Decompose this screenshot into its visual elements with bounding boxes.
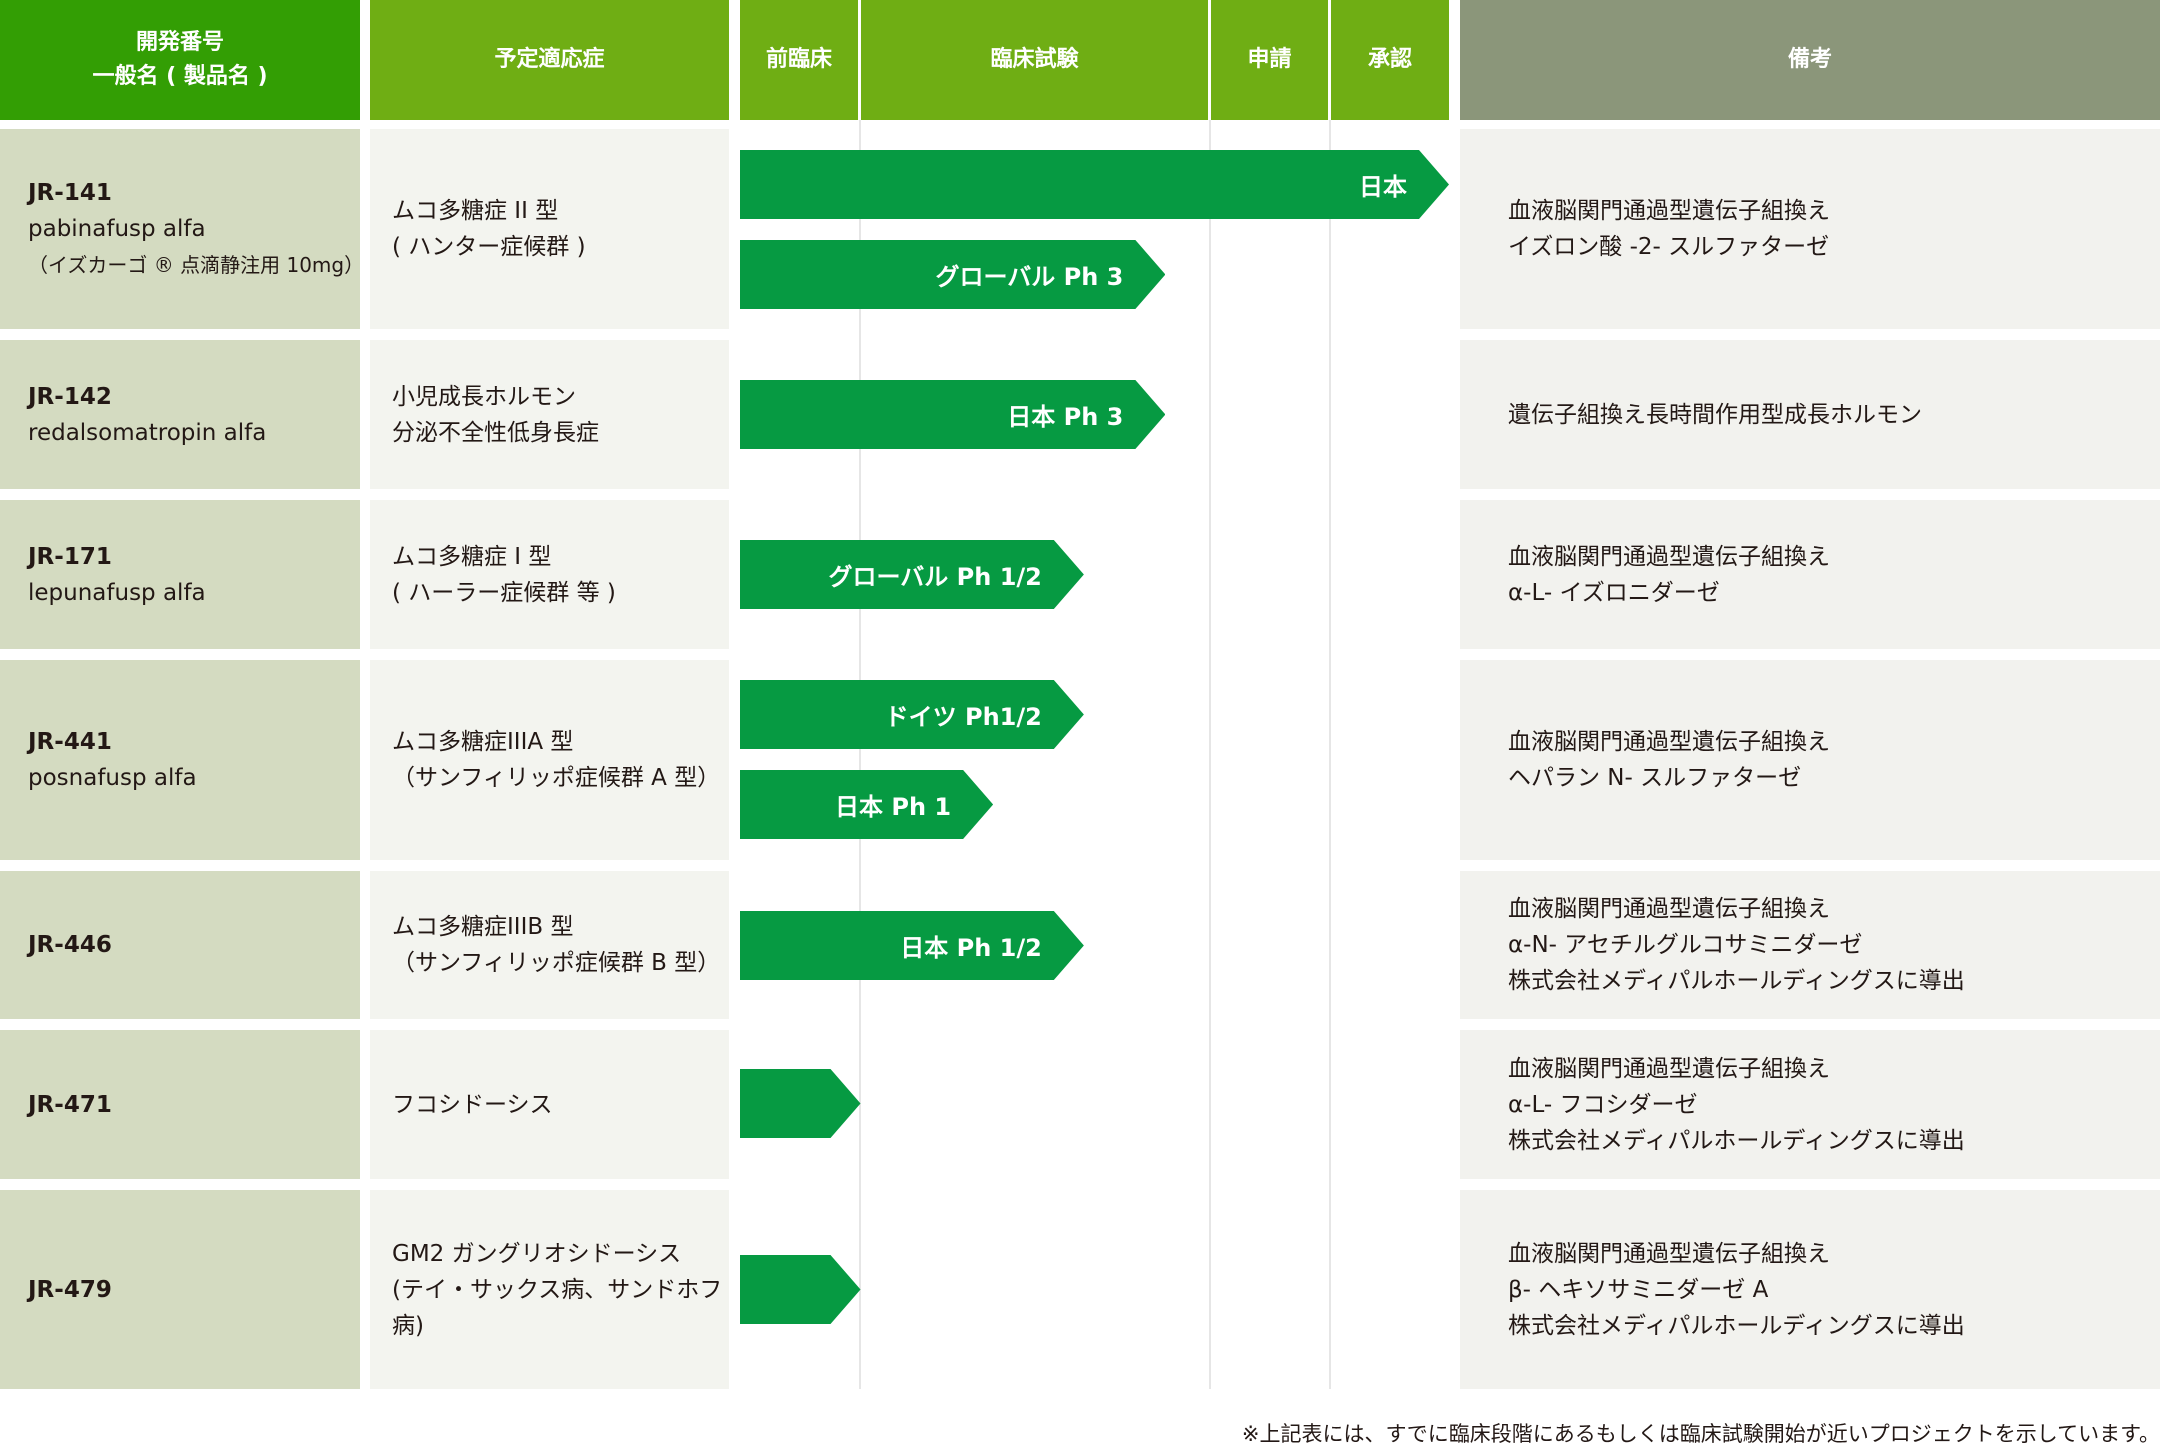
header-notes: 備考 <box>1460 0 2160 120</box>
header-indication: 予定適応症 <box>370 0 729 120</box>
generic-name: pabinafusp alfa <box>28 216 206 242</box>
note-line: 血液脳関門通過型遺伝子組換え <box>1508 1055 1830 1082</box>
indication-line: ( ハーラー症候群 等 ) <box>392 579 616 606</box>
note-line: 遺伝子組換え長時間作用型成長ホルモン <box>1508 401 1922 428</box>
footnote: ※上記表には、すでに臨床段階にあるもしくは臨床試験開始が近いプロジェクトを示して… <box>1241 1422 2160 1446</box>
development-code: JR-446 <box>28 932 112 958</box>
note-line: 株式会社メディパルホールディングスに導出 <box>1508 1312 1965 1339</box>
code-cell: JR-446 <box>0 871 360 1019</box>
indication-line: ムコ多糖症 II 型 <box>392 198 559 224</box>
stage-divider <box>1209 120 1211 1389</box>
header-line1: 開発番号 <box>135 30 224 55</box>
note-line: イズロン酸 -2- スルファターゼ <box>1508 234 1830 260</box>
note-line: ヘパラン N- スルファターゼ <box>1508 765 1802 791</box>
indication-cell: GM2 ガングリオシドーシス (テイ・サックス病、サンドホフ病) <box>370 1190 729 1389</box>
development-code: JR-441 <box>28 729 112 755</box>
generic-name: lepunafusp alfa <box>28 579 206 606</box>
header-stage-approval: 承認 <box>1331 0 1449 120</box>
product-name: （イズカーゴ ® 点滴静注用 10mg） <box>28 253 365 277</box>
note-line: β- ヘキソサミニダーゼ A <box>1508 1276 1769 1303</box>
indication-cell: フコシドーシス <box>370 1030 729 1179</box>
code-cell: JR-441 posnafusp alfa <box>0 660 360 860</box>
header-stage-preclinical: 前臨床 <box>740 0 858 120</box>
indication-line: ムコ多糖症IIIA 型 <box>392 729 574 755</box>
development-code: JR-479 <box>28 1276 112 1303</box>
code-cell: JR-479 <box>0 1190 360 1389</box>
indication-line: 分泌不全性低身長症 <box>392 419 599 446</box>
note-line: α-L- イズロニダーゼ <box>1508 579 1720 606</box>
notes-cell: 遺伝子組換え長時間作用型成長ホルモン <box>1460 340 2160 489</box>
header-stage-clinical: 臨床試験 <box>861 0 1208 120</box>
indication-cell: ムコ多糖症IIIA 型 （サンフィリッポ症候群 A 型） <box>370 660 729 860</box>
note-line: 血液脳関門通過型遺伝子組換え <box>1508 543 1830 570</box>
stage-progress-arrow: グローバル Ph 1/2 <box>740 540 1084 609</box>
header-development-code: 開発番号 一般名 ( 製品名 ) <box>0 0 360 120</box>
stage-progress-arrow: 日本 Ph 1 <box>740 770 993 839</box>
generic-name: posnafusp alfa <box>28 765 197 791</box>
development-code: JR-171 <box>28 543 112 570</box>
stage-progress-arrow <box>740 1255 861 1324</box>
code-cell: JR-171 lepunafusp alfa <box>0 500 360 649</box>
notes-cell: 血液脳関門通過型遺伝子組換えイズロン酸 -2- スルファターゼ <box>1460 129 2160 329</box>
stage-progress-arrow <box>740 1069 861 1138</box>
notes-cell: 血液脳関門通過型遺伝子組換えヘパラン N- スルファターゼ <box>1460 660 2160 860</box>
code-cell: JR-141 pabinafusp alfa （イズカーゴ ® 点滴静注用 10mg… <box>0 129 365 329</box>
indication-line: （サンフィリッポ症候群 B 型） <box>392 950 721 976</box>
stage-progress-arrow: 日本 Ph 1/2 <box>740 911 1084 980</box>
indication-line: GM2 ガングリオシドーシス <box>392 1240 682 1267</box>
stage-divider <box>859 120 861 1389</box>
note-line: 血液脳関門通過型遺伝子組換え <box>1508 729 1830 755</box>
indication-line: フコシドーシス <box>392 1091 553 1118</box>
development-code: JR-141 <box>28 180 112 206</box>
notes-cell: 血液脳関門通過型遺伝子組換え β- ヘキソサミニダーゼ A 株式会社メディパルホール… <box>1460 1190 2160 1389</box>
development-code: JR-142 <box>28 383 112 410</box>
indication-line: 小児成長ホルモン <box>392 383 576 410</box>
development-code: JR-471 <box>28 1091 112 1118</box>
indication-cell: 小児成長ホルモン分泌不全性低身長症 <box>370 340 729 489</box>
code-cell: JR-142 redalsomatropin alfa <box>0 340 360 489</box>
note-line: 血液脳関門通過型遺伝子組換え <box>1508 198 1830 224</box>
code-cell: JR-471 <box>0 1030 360 1179</box>
generic-name: redalsomatropin alfa <box>28 419 267 446</box>
indication-line: (テイ・サックス病、サンドホフ病) <box>392 1276 723 1339</box>
stage-divider <box>1329 120 1331 1389</box>
stage-progress-arrow: 日本 Ph 3 <box>740 380 1165 449</box>
note-line: α-N- アセチルグルコサミニダーゼ <box>1508 932 1863 958</box>
notes-cell: 血液脳関門通過型遺伝子組換え α-L- フコシダーゼ株式会社メディパルホールディン… <box>1460 1030 2160 1179</box>
stage-progress-arrow: 日本 <box>740 150 1449 219</box>
header-stage-filing: 申請 <box>1211 0 1328 120</box>
note-line: 株式会社メディパルホールディングスに導出 <box>1508 968 1965 994</box>
indication-line: ムコ多糖症 I 型 <box>392 543 552 570</box>
notes-cell: 血液脳関門通過型遺伝子組換え α-N- アセチルグルコサミニダーゼ株式会社メディパ… <box>1460 871 2160 1019</box>
indication-cell: ムコ多糖症 II 型 ( ハンター症候群 ) <box>370 129 729 329</box>
note-line: α-L- フコシダーゼ <box>1508 1091 1698 1118</box>
header-line2: 一般名 ( 製品名 ) <box>92 64 268 89</box>
indication-line: ムコ多糖症IIIB 型 <box>392 914 574 940</box>
note-line: 血液脳関門通過型遺伝子組換え <box>1508 896 1830 922</box>
note-line: 血液脳関門通過型遺伝子組換え <box>1508 1240 1830 1267</box>
stage-progress-arrow: ドイツ Ph1/2 <box>740 680 1084 749</box>
indication-cell: ムコ多糖症IIIB 型 （サンフィリッポ症候群 B 型） <box>370 871 729 1019</box>
indication-line: （サンフィリッポ症候群 A 型） <box>392 765 721 791</box>
stage-progress-arrow: グローバル Ph 3 <box>740 240 1165 309</box>
notes-cell: 血液脳関門通過型遺伝子組換え α-L- イズロニダーゼ <box>1460 500 2160 649</box>
indication-cell: ムコ多糖症 I 型 ( ハーラー症候群 等 ) <box>370 500 729 649</box>
note-line: 株式会社メディパルホールディングスに導出 <box>1508 1127 1965 1154</box>
indication-line: ( ハンター症候群 ) <box>392 234 586 260</box>
